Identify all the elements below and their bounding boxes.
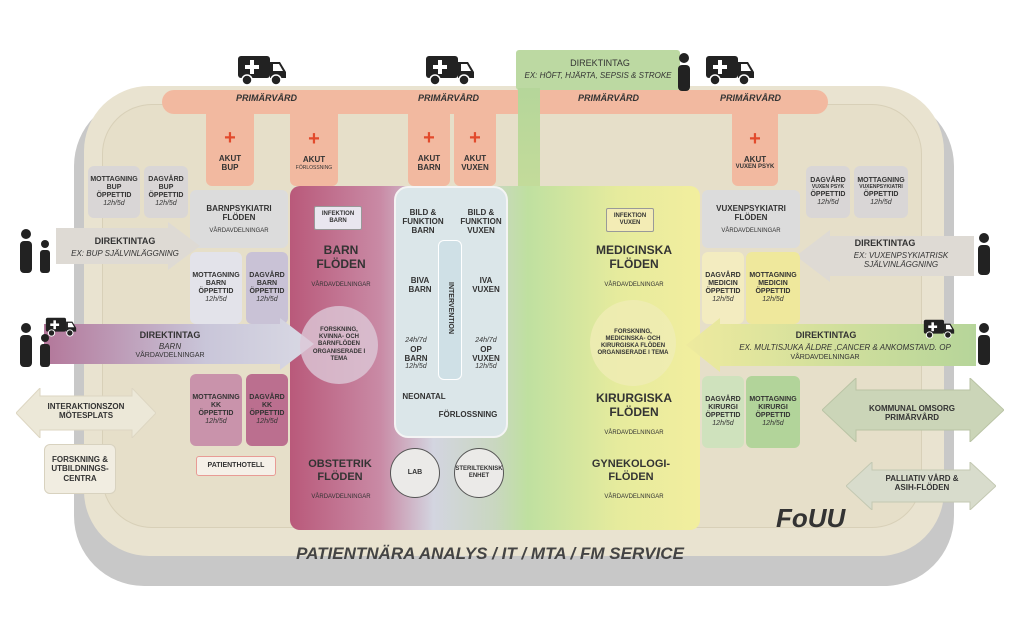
forskning-barn-circle: FORSKNING, KVINNA- OCH BARNFLÖDEN ORGANI… bbox=[300, 306, 378, 384]
primarvard-label-4: PRIMÄRVÅRD bbox=[720, 93, 782, 103]
patienthotell: PATIENTHOTELL bbox=[196, 456, 276, 476]
barnpsykiatri-floden: BARNPSYKIATRI FLÖDEN VÅRDAVDELNINGAR bbox=[190, 190, 288, 248]
bild-funktion-vuxen: BILD & FUNKTION VUXEN bbox=[460, 208, 502, 236]
fouu-label: FoUU bbox=[776, 503, 846, 533]
kirurgiska-vardavdelningar: VÅRDAVDELNINGAR bbox=[604, 430, 664, 436]
medicinska-floden: MEDICINSKA FLÖDEN bbox=[595, 243, 672, 271]
forskning-medicin-circle: FORSKNING, MEDICINSKA- OCH KIRURGISKA FL… bbox=[590, 300, 676, 386]
primarvard-label-1: PRIMÄRVÅRD bbox=[236, 93, 298, 103]
medicinska-vardavdelningar: VÅRDAVDELNINGAR bbox=[604, 282, 664, 288]
plus-icon: + bbox=[423, 126, 435, 149]
plus-icon: + bbox=[469, 126, 481, 149]
direktintag-barn-sub2: VÅRDAVDELNINGAR bbox=[135, 352, 205, 359]
plus-icon: + bbox=[749, 127, 761, 150]
direktintag-barn-title: DIREKTINTAG bbox=[139, 330, 201, 340]
lab-circle: LAB bbox=[390, 448, 440, 498]
kommunal-omsorg-arrow bbox=[822, 378, 1004, 442]
direktintag-vuxenpsyk-title: DIREKTINTAG bbox=[854, 238, 916, 248]
direktintag-top-arrow bbox=[516, 50, 680, 90]
gynekologi-vardavdelningar: VÅRDAVDELNINGAR bbox=[604, 494, 664, 500]
biva-barn: BIVA BARN bbox=[408, 276, 432, 295]
palliativ-label: PALLIATIV VÅRD & ASIH-FLÖDEN bbox=[885, 474, 959, 493]
forskning-utbildningscentra: FORSKNING & UTBILDNINGS-CENTRA bbox=[44, 444, 116, 494]
obstetrik-vardavdelningar: VÅRDAVDELNINGAR bbox=[311, 494, 371, 500]
direktintag-top-title: DIREKTINTAG bbox=[570, 58, 630, 68]
palliativ-arrow bbox=[846, 462, 996, 510]
steriltekniskenhet-circle: STERILTEKNISK ENHET bbox=[454, 448, 504, 498]
direktintag-bup-title: DIREKTINTAG bbox=[94, 236, 156, 246]
direktintag-top-sub: EX: HÖFT, HJÄRTA, SEPSIS & STROKE bbox=[524, 71, 672, 80]
direktintag-bup-arrow bbox=[56, 222, 200, 270]
primarvard-label-2: PRIMÄRVÅRD bbox=[418, 93, 480, 103]
kirurgiska-floden: KIRURGISKA FLÖDEN bbox=[595, 391, 672, 419]
direktintag-bup-sub: EX: BUP SJÄLVINLÄGGNING bbox=[71, 249, 179, 258]
family-icon bbox=[20, 323, 50, 367]
ambulance-icon bbox=[45, 317, 77, 337]
bild-funktion-barn: BILD & FUNKTION BARN bbox=[402, 208, 444, 236]
direktintag-multisjuka-sub2: VÅRDAVDELNINGAR bbox=[790, 354, 860, 361]
primarvard-bar: PRIMÄRVÅRD PRIMÄRVÅRD PRIMÄRVÅRD PRIMÄRV… bbox=[162, 90, 828, 114]
kommunal-omsorg-label: KOMMUNAL OMSORG PRIMÄRVÅRD bbox=[868, 404, 956, 423]
intervention-label: INTERVENTION bbox=[447, 282, 455, 335]
gynekologi-floden: GYNEKOLOGI- FLÖDEN bbox=[591, 458, 671, 483]
iva-vuxen: IVA VUXEN bbox=[472, 276, 500, 295]
ambulance-icon bbox=[238, 56, 286, 86]
infektion-vuxen: INFEKTION VUXEN bbox=[606, 208, 654, 232]
footer-service-text: PATIENTNÄRA ANALYS / IT / MTA / FM SERVI… bbox=[296, 544, 684, 563]
direktintag-multisjuka-sub: EX. MULTISJUKA ÄLDRE ,CANCER & ANKOMSTAV… bbox=[739, 343, 951, 352]
person-icon bbox=[978, 233, 990, 275]
person-icon bbox=[678, 53, 690, 91]
barn-vardavdelningar: VÅRDAVDELNINGAR bbox=[311, 282, 371, 288]
direktintag-barn-arrow bbox=[44, 318, 314, 370]
person-icon bbox=[978, 323, 990, 365]
infektion-barn: INFEKTION BARN bbox=[314, 206, 362, 230]
forlossning: FÖRLOSSNING bbox=[438, 410, 498, 419]
interaktionszon-arrow bbox=[16, 388, 156, 438]
ambulance-icon bbox=[706, 56, 754, 86]
interaktionszon-label: INTERAKTIONSZON MÖTESPLATS bbox=[47, 402, 125, 421]
ambulance-icon bbox=[923, 319, 955, 339]
intervention-bar bbox=[438, 240, 462, 380]
direktintag-barn-sub: BARN bbox=[158, 342, 182, 351]
direktintag-vuxenpsyk-arrow bbox=[796, 230, 974, 282]
ambulance-icon bbox=[426, 56, 474, 86]
direktintag-multisjuka-arrow bbox=[686, 318, 976, 372]
obstetrik-floden: OBSTETRIK FLÖDEN bbox=[308, 458, 372, 483]
vuxenpsykiatri-floden: VUXENPSYKIATRI FLÖDEN VÅRDAVDELNINGAR bbox=[702, 190, 800, 248]
plus-icon: + bbox=[224, 126, 236, 149]
plus-icon: + bbox=[308, 128, 320, 151]
direktintag-multisjuka-title: DIREKTINTAG bbox=[795, 330, 857, 340]
primarvard-label-3: PRIMÄRVÅRD bbox=[578, 93, 640, 103]
neonatal: NEONATAL bbox=[402, 392, 446, 401]
barn-floden: BARN FLÖDEN bbox=[316, 243, 366, 271]
direktintag-vuxenpsyk-sub: EX: VUXENPSYKIATRISK SJÄLVINLÄGGNING bbox=[853, 251, 949, 270]
family-icon bbox=[20, 229, 50, 273]
